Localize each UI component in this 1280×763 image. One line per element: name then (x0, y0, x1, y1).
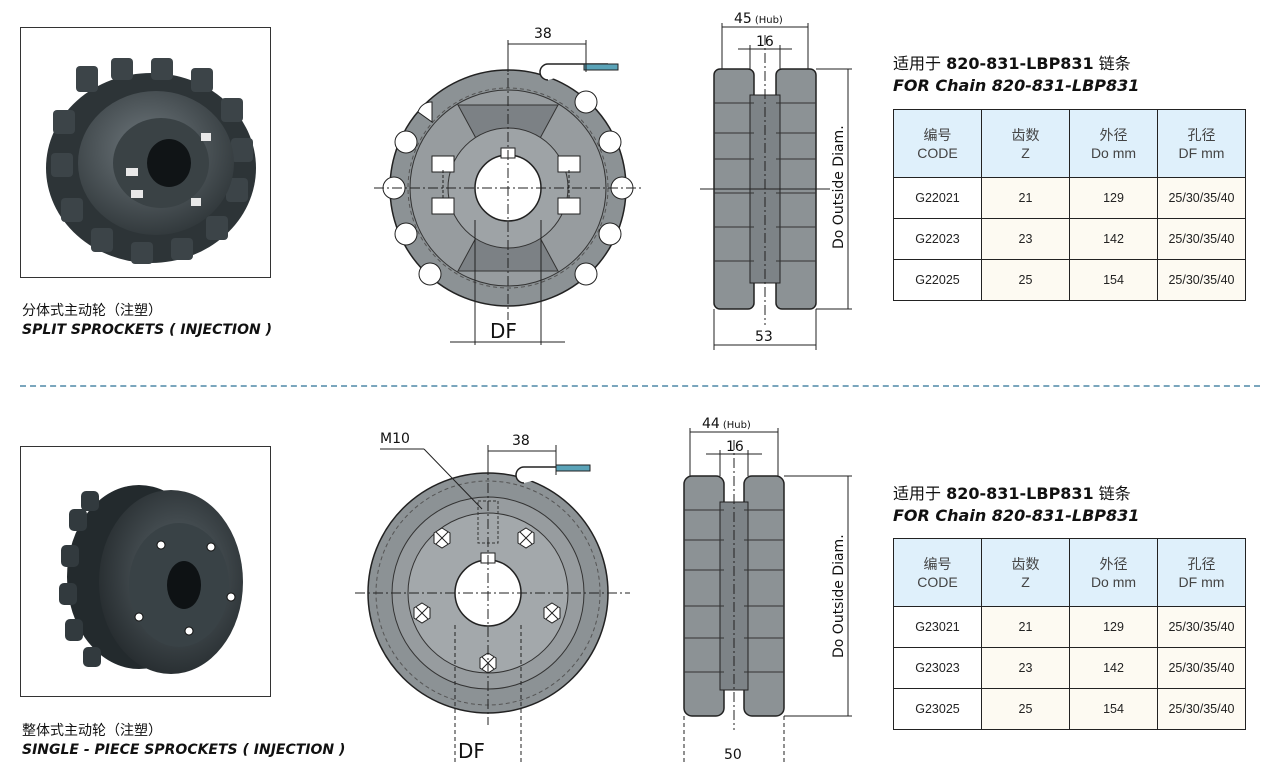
table-row: G23025 25 154 25/30/35/40 (893, 688, 1246, 730)
cell-code: G22021 (893, 177, 982, 219)
cell-z: 23 (981, 647, 1070, 689)
header-z-cn: 齿数 (1011, 555, 1040, 572)
cell-code: G22025 (893, 259, 982, 301)
header-code-en: CODE (917, 573, 958, 590)
bottom-front-dim-m10: M10 (380, 431, 410, 447)
section-divider (20, 385, 1260, 387)
header-z-en: Z (1021, 144, 1030, 161)
top-side-dim-hub: 45 (734, 11, 752, 27)
top-chain-title-cn-bold: 820-831-LBP831 (946, 54, 1094, 73)
bottom-front-dim-df: DF (458, 739, 485, 763)
table-row: G22025 25 154 25/30/35/40 (893, 259, 1246, 301)
header-df-cn: 孔径 (1187, 555, 1216, 572)
cell-df: 25/30/35/40 (1157, 606, 1246, 648)
header-z-en: Z (1021, 573, 1030, 590)
cell-do: 129 (1069, 606, 1158, 648)
bottom-front-dim-38: 38 (512, 433, 530, 449)
table-row: G23021 21 129 25/30/35/40 (893, 606, 1246, 648)
cell-do: 154 (1069, 259, 1158, 301)
single-sprocket-front-view: M10 38 DF (355, 431, 630, 763)
header-code-en: CODE (917, 144, 958, 161)
header-df-cn: 孔径 (1187, 126, 1216, 143)
top-chain-title-en: FOR Chain 820-831-LBP831 (893, 76, 1140, 95)
cell-z: 25 (981, 688, 1070, 730)
split-sprocket-side-view: 45(Hub) 16 53 Do Outside Diam. (700, 11, 852, 350)
header-do-en: Do mm (1090, 144, 1137, 161)
header-df-en: DF mm (1178, 144, 1225, 161)
cell-code: G22023 (893, 218, 982, 260)
top-chain-title-cn-prefix: 适用于 (893, 54, 947, 73)
top-side-dim-16: 16 (756, 34, 774, 50)
cell-df: 25/30/35/40 (1157, 688, 1246, 730)
cell-df: 25/30/35/40 (1157, 177, 1246, 219)
cell-do: 154 (1069, 688, 1158, 730)
single-sprocket-side-view: 44(Hub) 16 50 Do Outside Diam. (683, 416, 852, 763)
cell-do: 142 (1069, 218, 1158, 260)
bottom-chain-title-cn-bold: 820-831-LBP831 (946, 484, 1094, 503)
single-sprocket-caption-cn: 整体式主动轮（注塑） (22, 723, 162, 739)
table-row: G23023 23 142 25/30/35/40 (893, 647, 1246, 689)
header-df-en: DF mm (1178, 573, 1225, 590)
header-do-en: Do mm (1090, 573, 1137, 590)
cell-df: 25/30/35/40 (1157, 647, 1246, 689)
cell-z: 21 (981, 177, 1070, 219)
cell-do: 129 (1069, 177, 1158, 219)
bottom-chain-title: 适用于 820-831-LBP831 链条 FOR Chain 820-831-… (893, 480, 1139, 525)
top-side-dim-hub-note: (Hub) (755, 15, 783, 26)
bottom-chain-title-cn-prefix: 适用于 (893, 484, 947, 503)
table-row: G22023 23 142 25/30/35/40 (893, 218, 1246, 260)
top-side-dim-hub-group: 45(Hub) (734, 11, 783, 27)
table-row: G22021 21 129 25/30/35/40 (893, 177, 1246, 219)
bottom-side-dim-50: 50 (724, 747, 742, 763)
header-do-cn: 外径 (1099, 126, 1128, 143)
cell-z: 21 (981, 606, 1070, 648)
cell-code: G23021 (893, 606, 982, 648)
cell-code: G23023 (893, 647, 982, 689)
top-side-dim-53: 53 (755, 329, 773, 345)
bottom-side-dim-hub-group: 44(Hub) (702, 416, 751, 432)
split-sprocket-photo (20, 27, 271, 278)
top-chain-title-cn-suffix: 链条 (1093, 54, 1131, 73)
cell-df: 25/30/35/40 (1157, 218, 1246, 260)
single-piece-sprocket-photo (20, 446, 271, 697)
header-z-cn: 齿数 (1011, 126, 1040, 143)
split-sprocket-caption-cn: 分体式主动轮（注塑） (22, 303, 162, 319)
cell-code: G23025 (893, 688, 982, 730)
bottom-side-dim-diam: Do Outside Diam. (831, 534, 847, 658)
split-sprocket-front-view: 38 DF (374, 26, 642, 345)
bottom-chain-title-cn-suffix: 链条 (1093, 484, 1131, 503)
header-code-cn: 编号 (923, 126, 952, 143)
header-do-cn: 外径 (1099, 555, 1128, 572)
cell-df: 25/30/35/40 (1157, 259, 1246, 301)
cell-z: 25 (981, 259, 1070, 301)
top-side-dim-diam: Do Outside Diam. (831, 125, 847, 249)
bottom-chain-title-en: FOR Chain 820-831-LBP831 (893, 506, 1140, 525)
single-sprocket-caption-en: SINGLE - PIECE SPROCKETS ( INJECTION ) (22, 742, 346, 758)
top-front-dim-38: 38 (534, 26, 552, 42)
top-front-dim-df: DF (490, 319, 517, 343)
bottom-side-dim-16: 16 (726, 439, 744, 455)
bottom-side-dim-hub: 44 (702, 416, 720, 432)
split-sprocket-caption-en: SPLIT SPROCKETS ( INJECTION ) (22, 322, 273, 338)
bottom-side-dim-hub-note: (Hub) (723, 420, 751, 431)
header-code-cn: 编号 (923, 555, 952, 572)
cell-z: 23 (981, 218, 1070, 260)
top-chain-title: 适用于 820-831-LBP831 链条 FOR Chain 820-831-… (893, 50, 1139, 95)
cell-do: 142 (1069, 647, 1158, 689)
